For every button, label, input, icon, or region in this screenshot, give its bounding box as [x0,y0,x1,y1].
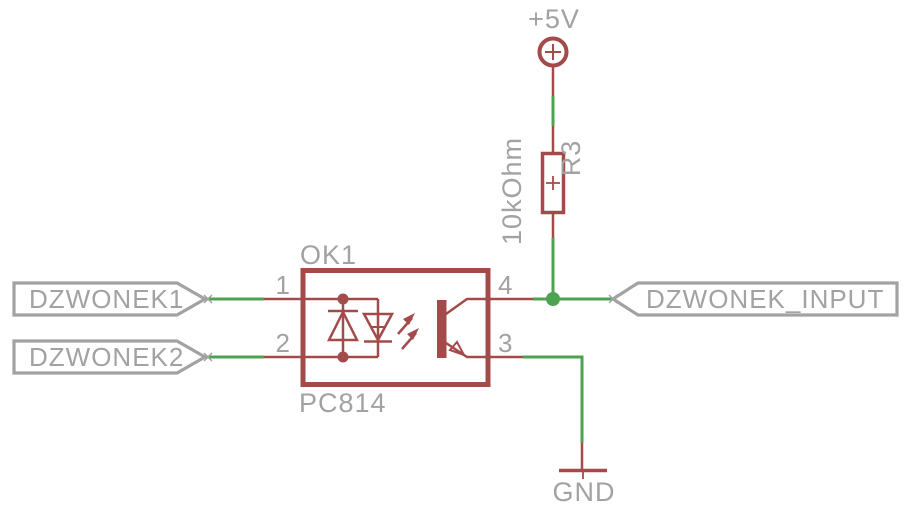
led-junction-dot-top [337,293,349,305]
net-flag-dzwonek2-label: DZWONEK2 [29,342,184,372]
resistor-origin-cross-icon [546,176,560,190]
net-wires [208,96,612,443]
net-flag-dzwonek1-outline [12,281,209,317]
resistor-value-label: 10kOhm [497,137,527,245]
phototransistor [437,297,488,359]
optocoupler-body [300,268,491,387]
net-flag-dzwonek2-outline [12,339,209,375]
net-attach-cross-3 [608,294,618,304]
net-flag-dzwonek-input-label: DZWONEK_INPUT [646,284,884,314]
vcc-supply-symbol: +5V [528,4,580,96]
net-flag-dzwonek-input: DZWONEK_INPUT [608,281,899,317]
diode-up-icon [326,309,360,342]
pin-number-3: 3 [498,328,513,358]
optocoupler-designator-label: OK1 [300,240,357,270]
net-flag-dzwonek2: DZWONEK2 [12,339,213,375]
net-attach-cross-2 [203,352,213,362]
optocoupler-part-label: PC814 [299,388,387,418]
pin-number-1: 1 [276,270,291,300]
vcc-plus-icon [545,44,561,60]
wire-pin3-to-gnd [523,355,584,443]
light-arrows-icon [397,313,419,350]
light-arrow-2-head [407,328,419,340]
optocoupler-ok1: OK1 PC814 1 2 4 3 [264,240,584,470]
led-pair [305,293,395,363]
vcc-label: +5V [528,4,580,34]
net-flag-dzwonek1: DZWONEK1 [12,281,213,317]
resistor-r3: 10kOhm R3 [497,126,586,245]
pin-number-4: 4 [498,270,513,300]
transistor-emitter-arrow-icon [448,340,467,357]
net-flag-dzwonek1-label: DZWONEK1 [29,284,184,314]
junction-dot [546,292,560,306]
pin-number-2: 2 [276,328,291,358]
led-junction-dot-bottom [337,351,349,363]
resistor-designator-label: R3 [556,140,586,177]
light-arrow-1-head [403,313,415,325]
resistor-body [540,151,566,215]
transistor-base-bar [437,300,447,358]
net-flag-dzwonek-input-outline [610,281,899,317]
net-attach-cross-1 [203,294,213,304]
gnd-symbol: GND [553,468,616,507]
gnd-label: GND [553,477,616,507]
transistor-collector-line [445,297,488,316]
